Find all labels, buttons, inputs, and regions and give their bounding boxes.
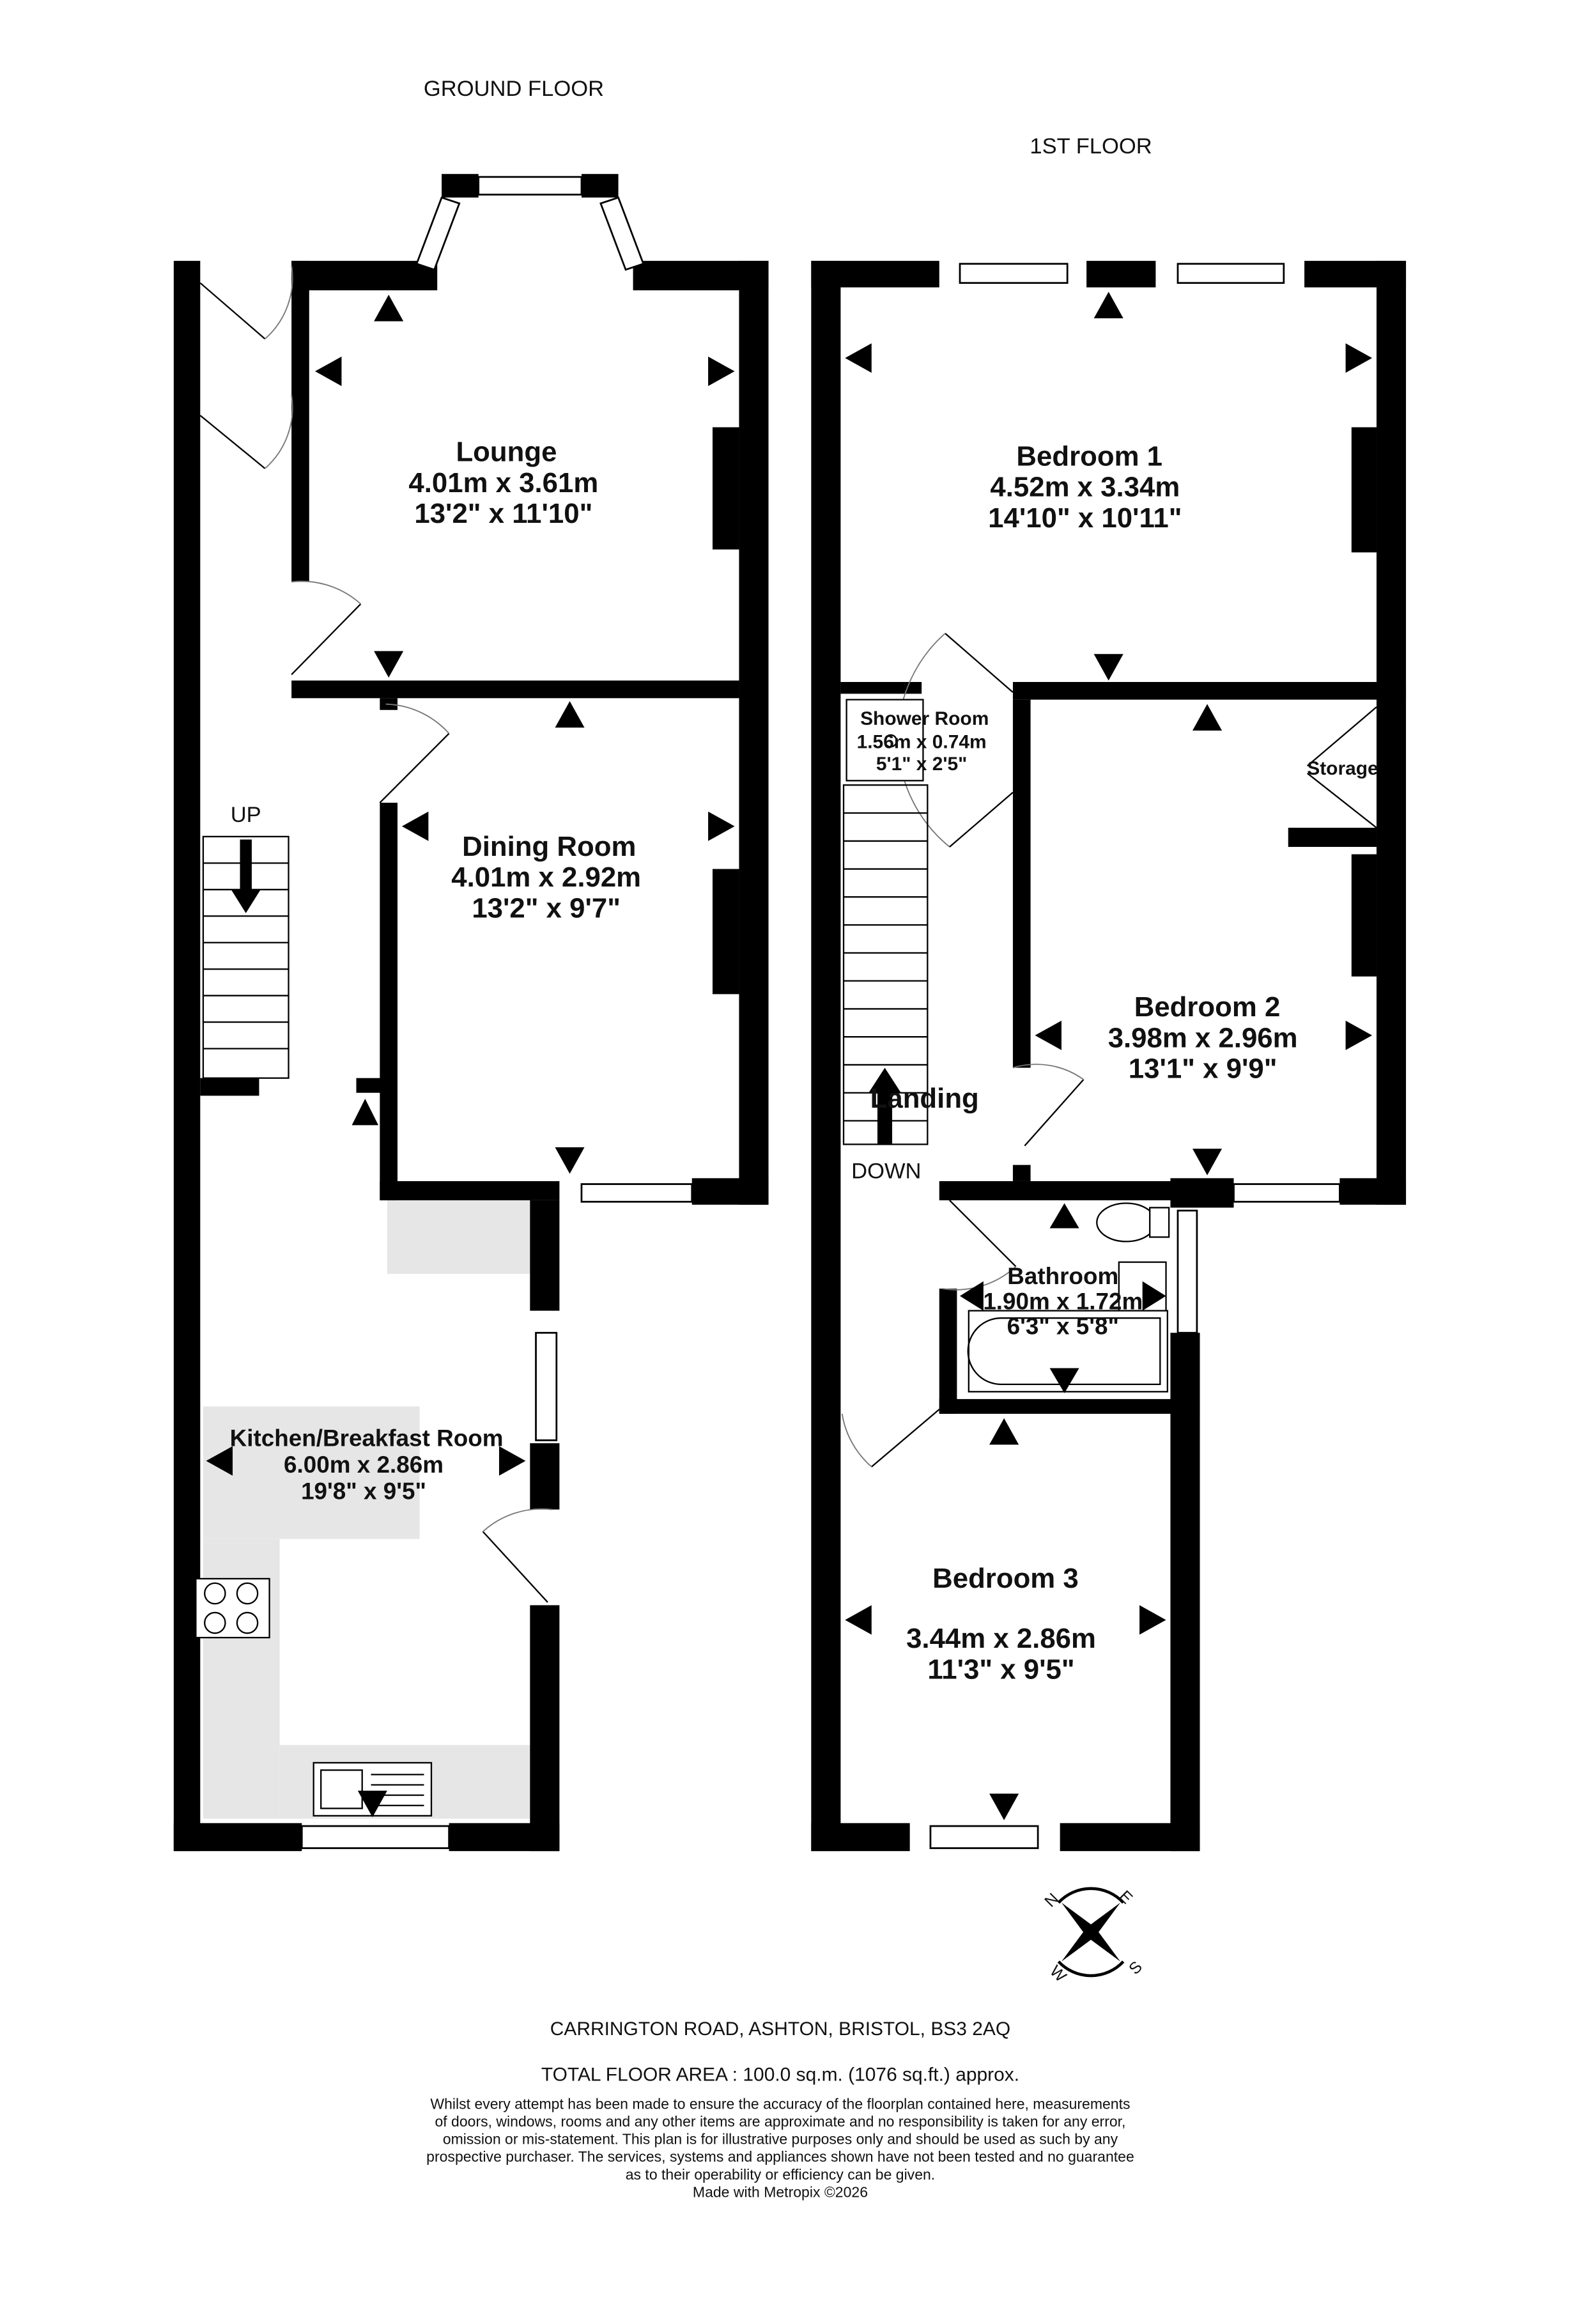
ground-floor-plan: UP Lounge 4.01m x 3.61m 13'2" — [173, 174, 769, 1852]
svg-text:Bedroom 2: Bedroom 2 — [1134, 991, 1281, 1023]
window — [580, 1183, 693, 1203]
svg-text:14'10" x 10'11": 14'10" x 10'11" — [988, 502, 1182, 534]
room-bedroom-1: Bedroom 1 4.52m x 3.34m 14'10" x 10'11" — [988, 440, 1182, 534]
shower-tray-icon — [845, 699, 924, 782]
toilet-icon — [1096, 1202, 1170, 1243]
svg-text:4.52m x 3.34m: 4.52m x 3.34m — [990, 472, 1180, 503]
sink-icon — [313, 1762, 433, 1817]
svg-text:Bedroom 1: Bedroom 1 — [1016, 440, 1162, 472]
room-bedroom-2: Bedroom 2 3.98m x 2.96m 13'1" x 9'9" — [1108, 991, 1298, 1085]
compass-icon: N E S W — [1041, 1887, 1146, 1986]
svg-text:1.90m x 1.72m: 1.90m x 1.72m — [983, 1288, 1143, 1314]
disclaimer-line: Whilst every attempt has been made to en… — [430, 2095, 1130, 2112]
room-bedroom-3: Bedroom 3 3.44m x 2.86m 11'3" x 9'5" — [906, 1563, 1096, 1685]
window — [1177, 1209, 1198, 1334]
stairs-down-label: DOWN — [851, 1159, 921, 1183]
total-floor-area: TOTAL FLOOR AREA : 100.0 sq.m. (1076 sq.… — [541, 2064, 1019, 2086]
stairs-up-label: UP — [231, 803, 261, 827]
svg-text:5'1" x 2'5": 5'1" x 2'5" — [876, 754, 968, 775]
svg-text:6.00m x 2.86m: 6.00m x 2.86m — [284, 1452, 444, 1478]
footer: CARRINGTON ROAD, ASHTON, BRISTOL, BS3 2A… — [426, 2018, 1134, 2200]
svg-text:Lounge: Lounge — [456, 436, 557, 467]
hob-icon — [195, 1577, 270, 1639]
svg-text:4.01m x 2.92m: 4.01m x 2.92m — [451, 862, 641, 893]
room-dining-room: Dining Room 4.01m x 2.92m 13'2" x 9'7" — [451, 831, 641, 924]
credit: Made with Metropix ©2026 — [693, 2184, 868, 2201]
bay-window — [477, 176, 583, 196]
svg-text:1.56m x 0.74m: 1.56m x 0.74m — [857, 732, 987, 753]
window — [300, 1825, 451, 1849]
disclaimer-line: of doors, windows, rooms and any other i… — [435, 2113, 1125, 2130]
window — [929, 1825, 1039, 1849]
room-landing: Landing — [870, 1083, 979, 1114]
staircase-down — [842, 784, 929, 1145]
svg-text:4.01m x 3.61m: 4.01m x 3.61m — [408, 467, 598, 499]
svg-text:N: N — [1041, 1890, 1062, 1911]
window — [535, 1331, 558, 1441]
staircase-up — [202, 835, 289, 1079]
first-floor-plan: DOWN Bedroom 1 4.52m x 3.34m — [811, 261, 1407, 1852]
disclaimer-line: omission or mis-statement. This plan is … — [443, 2131, 1118, 2148]
first-floor-title: 1ST FLOOR — [1030, 134, 1152, 159]
svg-text:3.44m x 2.86m: 3.44m x 2.86m — [906, 1623, 1096, 1654]
svg-text:6'3" x 5'8": 6'3" x 5'8" — [1007, 1313, 1119, 1340]
window — [1233, 1183, 1341, 1203]
room-shower-room: Shower Room 1.56m x 0.74m 5'1" x 2'5" — [857, 708, 989, 775]
ground-floor-title: GROUND FLOOR — [424, 77, 604, 101]
room-storage: Storage — [1307, 758, 1378, 779]
svg-text:Shower Room: Shower Room — [860, 708, 989, 729]
room-kitchen-breakfast: Kitchen/Breakfast Room 6.00m x 2.86m 19'… — [230, 1425, 504, 1505]
disclaimer-line: prospective purchaser. The services, sys… — [426, 2148, 1134, 2165]
room-lounge: Lounge 4.01m x 3.61m 13'2" x 11'10" — [408, 436, 598, 529]
svg-text:Bedroom 3: Bedroom 3 — [932, 1563, 1079, 1594]
address: CARRINGTON ROAD, ASHTON, BRISTOL, BS3 2A… — [550, 2018, 1010, 2040]
room-bathroom: Bathroom 1.90m x 1.72m 6'3" x 5'8" — [983, 1263, 1143, 1339]
svg-text:19'8" x 9'5": 19'8" x 9'5" — [301, 1478, 426, 1505]
svg-text:13'2" x 11'10": 13'2" x 11'10" — [414, 498, 592, 529]
svg-text:W: W — [1046, 1962, 1070, 1986]
window — [959, 263, 1069, 284]
svg-text:3.98m x 2.96m: 3.98m x 2.96m — [1108, 1022, 1298, 1053]
svg-text:Bathroom: Bathroom — [1007, 1263, 1118, 1289]
svg-text:13'2" x 9'7": 13'2" x 9'7" — [472, 893, 621, 924]
svg-text:11'3" x 9'5": 11'3" x 9'5" — [927, 1654, 1074, 1685]
svg-text:S: S — [1125, 1958, 1146, 1978]
disclaimer-line: as to their operability or efficiency ca… — [626, 2166, 935, 2183]
svg-text:Dining Room: Dining Room — [462, 831, 636, 862]
window — [1177, 263, 1285, 284]
svg-text:13'1" x 9'9": 13'1" x 9'9" — [1129, 1053, 1277, 1085]
svg-text:Kitchen/Breakfast Room: Kitchen/Breakfast Room — [230, 1425, 504, 1452]
